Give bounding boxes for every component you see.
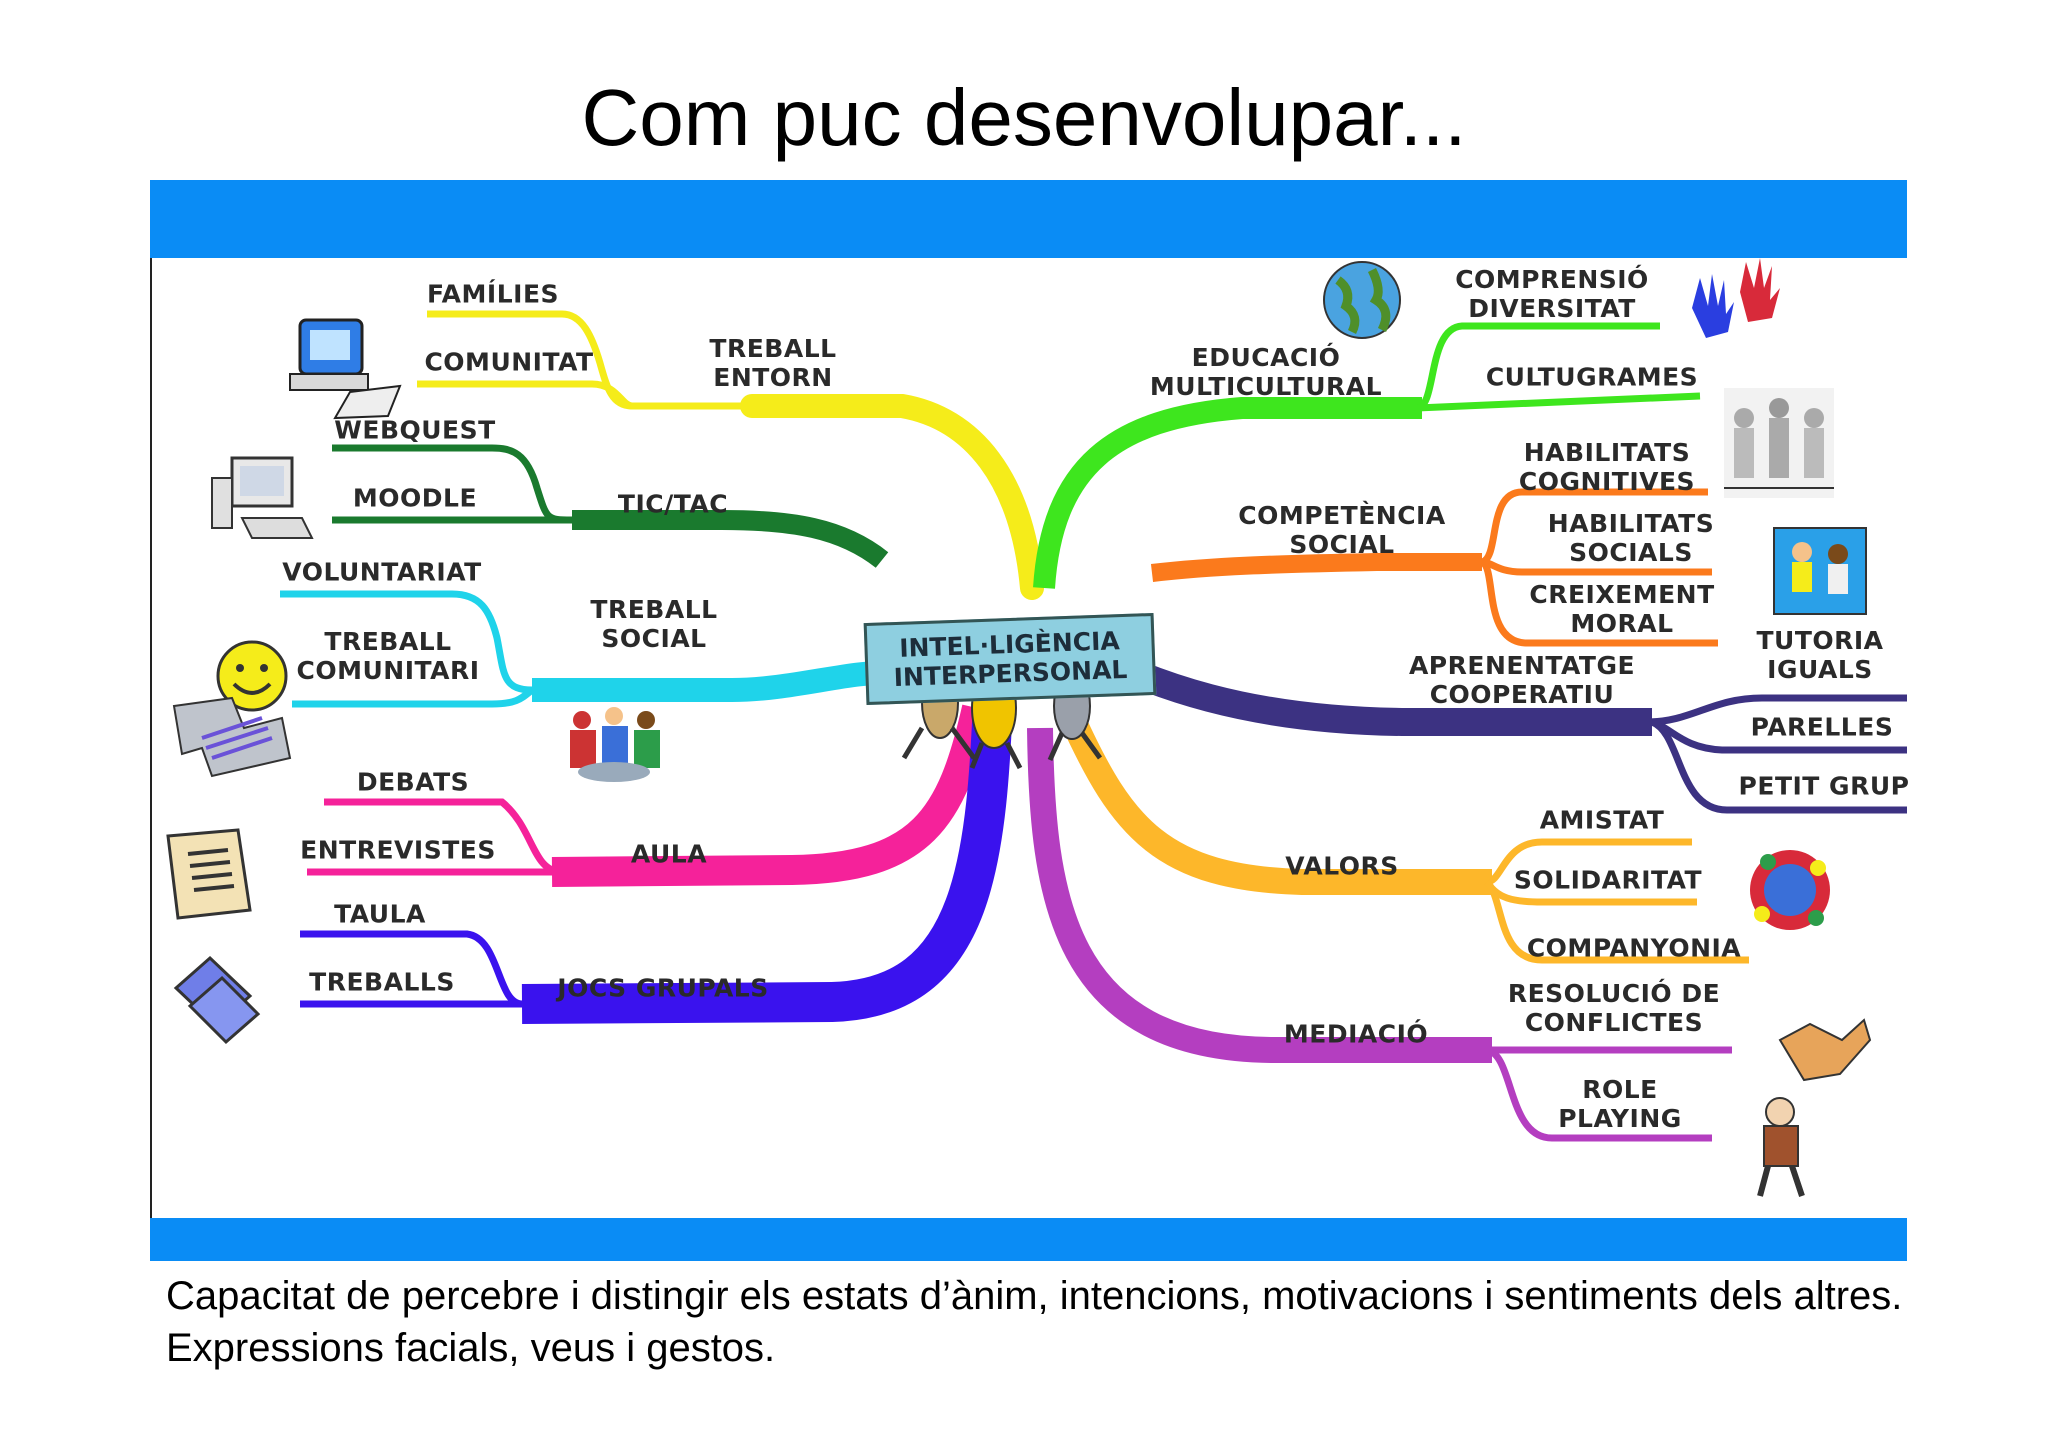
smiley-icon (216, 640, 288, 712)
desktop-pc-icon (211, 456, 314, 539)
leaf-label-resolucio-de-conflictes: RESOLUCIÓ DE CONFLICTES (1507, 979, 1721, 1037)
description-text: Capacitat de percebre i distingir els es… (166, 1274, 1903, 1370)
branch-label-educacio-multicultural: EDUCACIÓ MULTICULTURAL (1149, 343, 1383, 401)
leaf-label-tutoria-iguals: TUTORIA IGUALS (1756, 626, 1884, 684)
branch-label-aprenentatge-cooperatiu: APRENENTATGE COOPERATIU (1408, 651, 1636, 709)
branch-stem (740, 394, 1044, 600)
branch-label-tic-tac: TIC/TAC (617, 489, 729, 519)
leaf-label-companyonia: COMPANYONIA (1526, 933, 1742, 963)
leaf-line (1416, 392, 1701, 412)
leaf-line (292, 687, 535, 708)
leaf-label-habilitats-socials: HABILITATS SOCIALS (1547, 509, 1715, 567)
leaf-label-treball-comunitari: TREBALL COMUNITARI (296, 627, 480, 685)
leaf-label-creixement-moral: CREIXEMENT MORAL (1529, 580, 1715, 638)
leaf-label-role-playing: ROLE PLAYING (1558, 1075, 1682, 1133)
leaf-label-amistat: AMISTAT (1539, 805, 1665, 835)
leaf-label-parelles: PARELLES (1750, 712, 1894, 742)
group-people-icon (570, 707, 660, 782)
leaf-line (1646, 694, 1907, 726)
branch-label-mediacio: MEDIACIÓ (1283, 1019, 1429, 1049)
leaf-label-webquest: WEBQUEST (334, 415, 496, 445)
leaf-line (1650, 718, 1907, 814)
leaf-line (280, 590, 533, 694)
mind-map: INTEL·LIGÈNCIA INTERPERSONAL TREBALL ENT… (150, 180, 1910, 1261)
center-node-label: INTEL·LIGÈNCIA INTERPERSONAL (893, 626, 1128, 693)
crowd-icon (1724, 388, 1834, 498)
leaf-label-moodle: MOODLE (352, 483, 478, 513)
branch-tic-tac (332, 444, 889, 568)
branch-educacio-multicultural (1033, 322, 1701, 589)
branch-stem (1060, 712, 1492, 895)
leaf-line (1486, 838, 1692, 886)
leaf-line (417, 380, 633, 410)
leaf-line (1484, 879, 1749, 964)
slide-title: Com puc desenvolupar... (581, 73, 1467, 162)
branch-treball-entorn (417, 310, 1044, 600)
handshake-icon (1778, 1018, 1872, 1082)
leaf-line (1479, 558, 1718, 647)
leaf-label-comprensio-diversitat: COMPRENSIÓ DIVERSITAT (1455, 265, 1649, 323)
branch-mediacio (1027, 727, 1732, 1142)
leaf-line (1485, 1046, 1712, 1142)
branch-label-jocs-grupals: JOCS GRUPALS (557, 973, 769, 1003)
world-hands-icon (1750, 850, 1830, 930)
branch-jocs-grupals (300, 677, 1014, 1024)
branch-label-valors: VALORS (1285, 851, 1399, 881)
center-node: INTEL·LIGÈNCIA INTERPERSONAL (863, 612, 1157, 706)
mind-map-canvas: INTEL·LIGÈNCIA INTERPERSONAL TREBALL ENT… (150, 258, 1910, 1218)
bottom-band (150, 1218, 1907, 1261)
kids-icon (1773, 527, 1867, 615)
leaf-label-habilitats-cognitives: HABILITATS COGNITIVES (1518, 438, 1696, 496)
branch-stem (1027, 727, 1492, 1063)
branch-stem (521, 677, 1014, 1024)
branch-label-treball-entorn: TREBALL ENTORN (709, 334, 837, 392)
globe-icon (1323, 261, 1401, 339)
branch-label-competencia-social: COMPETÈNCIA SOCIAL (1238, 501, 1446, 559)
leaf-label-solidaritat: SOLIDARITAT (1513, 865, 1703, 895)
leaf-label-taula: TAULA (334, 899, 426, 929)
leaf-line (1480, 488, 1708, 566)
branch-valors (1060, 712, 1749, 964)
computer-icon (289, 318, 402, 420)
leaf-label-comunitat: COMUNITAT (424, 347, 594, 377)
branch-label-aula: AULA (630, 839, 708, 869)
leaf-label-families: FAMÍLIES (426, 279, 560, 309)
pirate-actor-icon (1757, 1097, 1805, 1197)
leaf-label-voluntariat: VOLUNTARIAT (282, 557, 482, 587)
leaf-label-debats: DEBATS (356, 767, 470, 797)
leaf-label-petit-grup: PETIT GRUP (1738, 771, 1910, 801)
handshake-cards-icon (172, 696, 292, 778)
branch-stem (1033, 397, 1422, 589)
branch-underline (427, 310, 912, 410)
cards-icon (173, 955, 261, 1045)
leaf-label-treballs: TREBALLS (309, 967, 455, 997)
hands-icon (1692, 258, 1780, 338)
top-band (150, 180, 1907, 258)
leaf-label-cultugrames: CULTUGRAMES (1485, 362, 1699, 392)
mind-map-drawing (166, 258, 1907, 1197)
branch-stem (572, 510, 889, 568)
branch-stem (1150, 553, 1482, 582)
leaf-label-entrevistes: ENTREVISTES (300, 835, 496, 865)
branch-competencia-social (1150, 488, 1718, 647)
branch-label-treball-social: TREBALL SOCIAL (590, 595, 718, 653)
scroll-icon (166, 828, 252, 920)
branch-stem (532, 660, 895, 702)
